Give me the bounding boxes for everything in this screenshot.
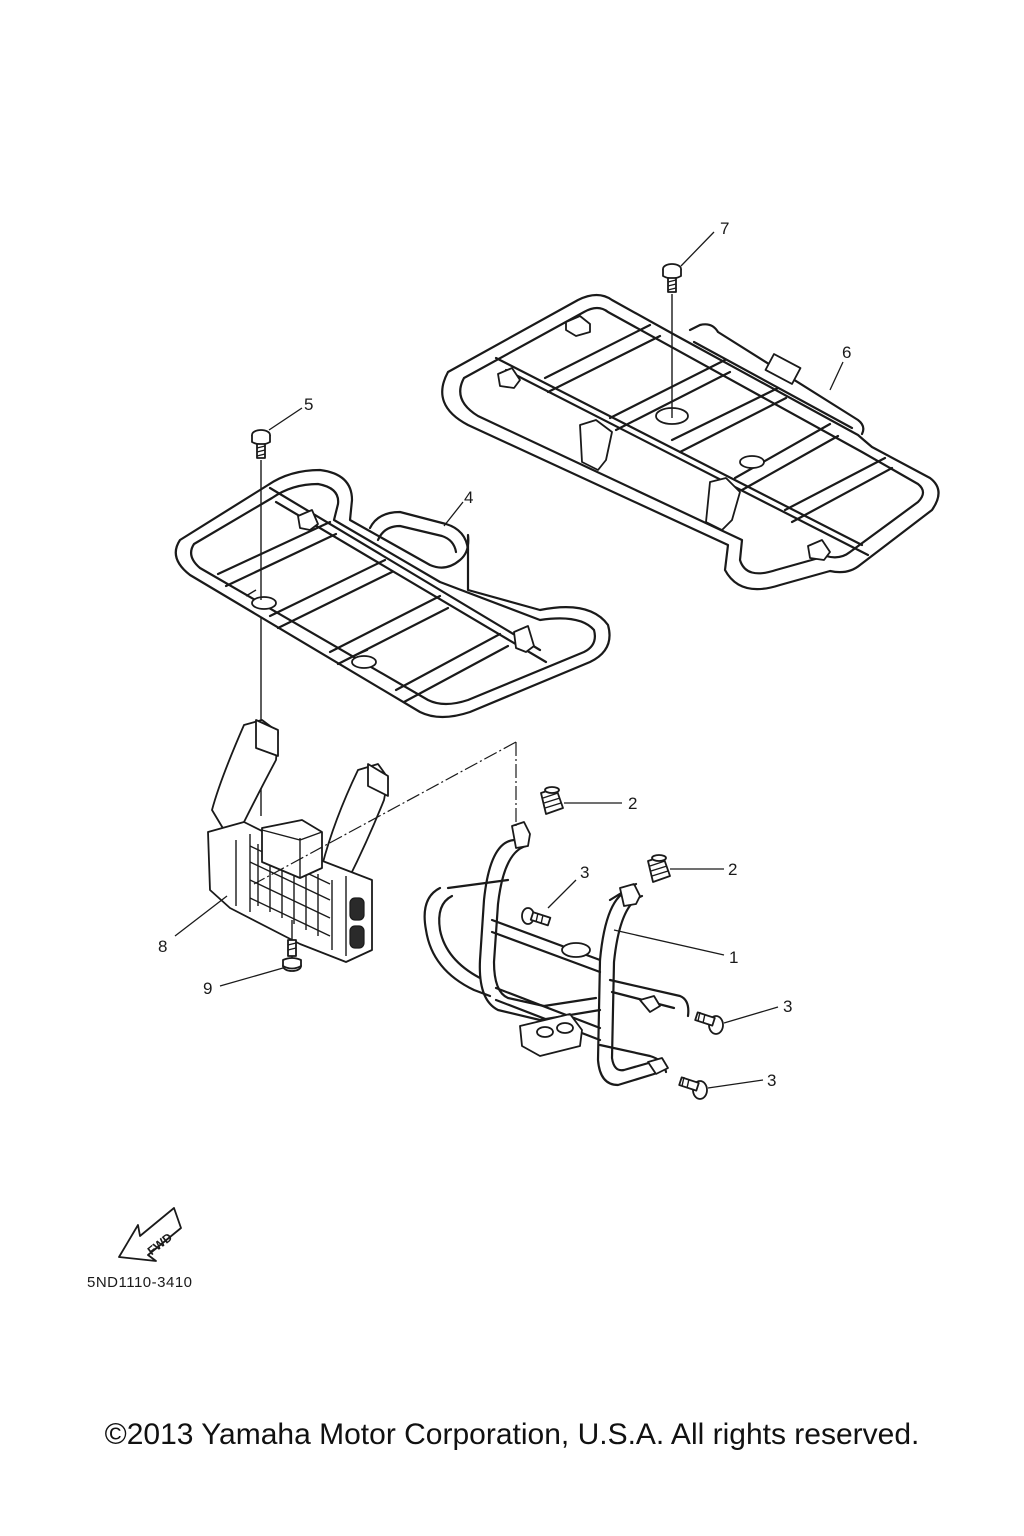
callout-2-lower: 2 bbox=[728, 860, 737, 879]
callout-6: 6 bbox=[842, 343, 851, 362]
fwd-arrow-icon: FWD bbox=[118, 1207, 182, 1262]
callout-5: 5 bbox=[304, 395, 313, 414]
front-bumper-part-1[interactable] bbox=[423, 821, 690, 1087]
rear-carrier-part-6[interactable] bbox=[441, 293, 940, 591]
callout-4: 4 bbox=[464, 488, 473, 507]
diagram-code: 5ND1110-3410 bbox=[87, 1274, 193, 1291]
front-carrier-part-4[interactable] bbox=[174, 468, 611, 719]
bolt-part-7[interactable] bbox=[662, 263, 682, 418]
callout-3-a: 3 bbox=[580, 863, 589, 882]
callout-3-c: 3 bbox=[767, 1071, 776, 1090]
copyright-notice: ©2013 Yamaha Motor Corporation, U.S.A. A… bbox=[104, 1418, 920, 1451]
leader-lines bbox=[174, 231, 844, 1089]
cap-part-2-lower[interactable] bbox=[647, 854, 671, 883]
callouts: 1 2 2 3 3 3 4 5 6 7 8 9 bbox=[158, 219, 851, 1090]
callout-8: 8 bbox=[158, 937, 167, 956]
callout-7: 7 bbox=[720, 219, 729, 238]
callout-1: 1 bbox=[729, 948, 738, 967]
bolt-part-3-c[interactable] bbox=[678, 1076, 708, 1100]
front-guard-part-8[interactable] bbox=[207, 719, 389, 963]
bolt-part-3-a[interactable] bbox=[521, 907, 552, 927]
cap-part-2-upper[interactable] bbox=[540, 786, 564, 815]
callout-2-upper: 2 bbox=[628, 794, 637, 813]
callout-9: 9 bbox=[203, 979, 212, 998]
bolt-part-3-b[interactable] bbox=[694, 1011, 724, 1035]
bolt-part-9[interactable] bbox=[282, 920, 302, 972]
alignment-lines bbox=[253, 741, 517, 885]
callout-3-b: 3 bbox=[783, 997, 792, 1016]
